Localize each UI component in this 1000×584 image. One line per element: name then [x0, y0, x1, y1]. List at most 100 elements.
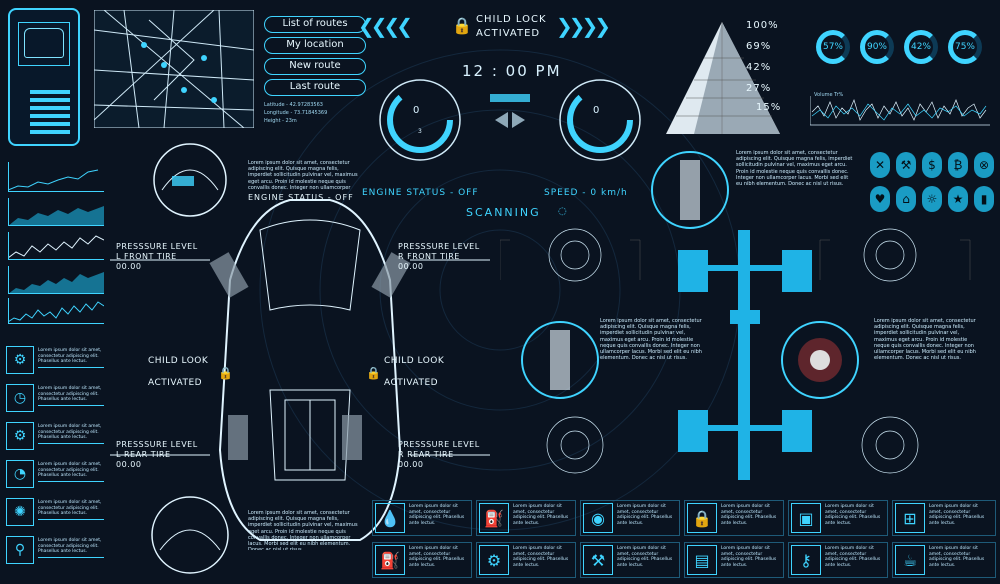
pyramid-label-5: 15%: [756, 102, 782, 113]
phone-screen: [18, 22, 70, 66]
battery-icon[interactable]: ▮: [974, 186, 994, 212]
child-lock-banner-line1: CHILD LOCK: [476, 14, 547, 25]
piston-icon: ⛽: [479, 503, 509, 533]
clock-display: 12 : 00 PM: [462, 62, 562, 80]
left-chart-1-frame: [8, 162, 104, 192]
chassis-parts-display: [500, 151, 971, 480]
child-lock-right-line2: ACTIVATED: [384, 378, 439, 388]
left-chart-4-frame: [8, 266, 104, 294]
left-info-text-6: Lorem ipsum dolor sit amet, consectetur …: [38, 538, 104, 558]
child-lock-right-line1: CHILD LOOK: [384, 356, 445, 366]
right-chevrons-icon: ❯❯❯❯: [556, 14, 611, 38]
info-card-drop[interactable]: 💧 Lorem ipsum dolor sit amet, consectetu…: [372, 500, 472, 536]
tire-label-right-rear: PRESSSURE LEVEL R REAR TIRE 00.00: [398, 440, 480, 470]
drop-icon: 💧: [375, 503, 405, 533]
left-chart-4: [8, 272, 104, 294]
new-route-button[interactable]: New route: [264, 58, 366, 75]
left-chart-3-frame: [8, 232, 104, 260]
cross-icon[interactable]: ✕: [870, 152, 890, 178]
left-chart-5: [8, 301, 104, 323]
cup-icon[interactable]: ⌂: [896, 186, 916, 212]
child-lock-banner-line2: ACTIVATED: [476, 28, 541, 39]
info-card-piston-text: Lorem ipsum dolor sit amet, consectetur …: [513, 504, 569, 526]
lf-value: 00.00: [116, 262, 142, 271]
padlock-icon: 🔒: [452, 16, 472, 35]
speed-readout: SPEED - 0 km/h: [544, 188, 628, 198]
star-icon[interactable]: ★: [948, 186, 968, 212]
rr-line2: R REAR TIRE: [398, 450, 454, 459]
phone-menu-list: [18, 86, 70, 138]
engine-status-small: ENGINE STATUS - OFF: [248, 193, 354, 202]
lr-line2: L REAR TIRE: [116, 450, 171, 459]
info-card-lock[interactable]: 🔒 Lorem ipsum dolor sit amet, consectetu…: [684, 500, 784, 536]
gearshift-icon[interactable]: ⚲: [6, 536, 34, 564]
speedometer-icon[interactable]: ◔: [6, 460, 34, 488]
bottom-car-lorem-text: Lorem ipsum dolor sit amet, consectetur …: [248, 510, 358, 550]
lf-line2: L FRONT TIRE: [116, 252, 177, 261]
info-card-steering-text: Lorem ipsum dolor sit amet, consectetur …: [617, 504, 673, 526]
mid-left-lorem-text: Lorem ipsum dolor sit amet, consectetur …: [600, 318, 702, 362]
gears-icon[interactable]: ⚙: [6, 422, 34, 450]
info-card-fuel-pump[interactable]: ⛽ Lorem ipsum dolor sit amet, consectetu…: [372, 542, 472, 578]
longitude-readout: Longitude - 73.71845369: [264, 110, 328, 116]
info-card-chassis[interactable]: ⊞ Lorem ipsum dolor sit amet, consectetu…: [892, 500, 996, 536]
bitcoin-icon[interactable]: ₿: [948, 152, 968, 178]
circle-gauge-2: 90%: [860, 30, 894, 64]
coffee-icon: ☕: [895, 545, 925, 575]
bell-icon[interactable]: ☼: [922, 186, 942, 212]
heart-icon[interactable]: ♥: [870, 186, 890, 212]
shock-absorber-icon[interactable]: ⚙: [6, 346, 34, 374]
pyramid-label-4: 27%: [746, 83, 772, 94]
pyramid-label-3: 42%: [746, 62, 772, 73]
rf-value: 00.00: [398, 262, 424, 271]
mid-right-lorem-text: Lorem ipsum dolor sit amet, consectetur …: [874, 318, 976, 362]
info-card-steering[interactable]: ◉ Lorem ipsum dolor sit amet, consectetu…: [580, 500, 680, 536]
info-card-drop-text: Lorem ipsum dolor sit amet, consectetur …: [409, 504, 465, 526]
info-card-piston[interactable]: ⛽ Lorem ipsum dolor sit amet, consectetu…: [476, 500, 576, 536]
latitude-readout: Latitude - 42.97283563: [264, 102, 323, 108]
info-card-fuel-filter[interactable]: ▣ Lorem ipsum dolor sit amet, consectetu…: [788, 500, 888, 536]
x-circle-icon[interactable]: ⊗: [974, 152, 994, 178]
left-info-text-4: Lorem ipsum dolor sit amet, consectetur …: [38, 462, 104, 482]
info-card-chassis-text: Lorem ipsum dolor sit amet, consectetur …: [929, 504, 985, 526]
city-map[interactable]: [94, 10, 254, 128]
circle-gauge-3: 42%: [904, 30, 938, 64]
left-chart-2-frame: [8, 198, 104, 226]
gauge-icon[interactable]: ◷: [6, 384, 34, 412]
info-card-battery-text: Lorem ipsum dolor sit amet, consectetur …: [721, 546, 777, 568]
info-card-tools[interactable]: ⚒ Lorem ipsum dolor sit amet, consectetu…: [580, 542, 680, 578]
steering-wheel-icon: ◉: [583, 503, 613, 533]
phone-car-top-icon: [24, 28, 64, 58]
tire-label-left-rear: PRESSSURE LEVEL L REAR TIRE 00.00: [116, 440, 198, 470]
info-card-spark-text: Lorem ipsum dolor sit amet, consectetur …: [825, 546, 881, 568]
child-lock-left-line1: CHILD LOOK: [148, 356, 209, 366]
spark-plug-icon: ⚷: [791, 545, 821, 575]
rf-line2: R FRONT TIRE: [398, 252, 460, 261]
phone-device: [8, 8, 80, 146]
engine-lorem-text: Lorem ipsum dolor sit amet, consectetur …: [248, 160, 358, 190]
last-route-button[interactable]: Last route: [264, 79, 366, 96]
info-card-battery[interactable]: ▤ Lorem ipsum dolor sit amet, consectetu…: [684, 542, 784, 578]
info-card-spark[interactable]: ⚷ Lorem ipsum dolor sit amet, consectetu…: [788, 542, 888, 578]
rr-line1: PRESSSURE LEVEL: [398, 440, 480, 449]
pyramid-label-2: 69%: [746, 41, 772, 52]
list-of-routes-button[interactable]: List of routes: [264, 16, 366, 33]
lr-line1: PRESSSURE LEVEL: [116, 440, 198, 449]
lock-icon: 🔒: [687, 503, 717, 533]
info-card-coffee[interactable]: ☕ Lorem ipsum dolor sit amet, consectetu…: [892, 542, 996, 578]
circle-gauge-4: 75%: [948, 30, 982, 64]
right-gauge-number: 0: [593, 105, 600, 116]
left-info-text-3: Lorem ipsum dolor sit amet, consectetur …: [38, 424, 104, 444]
wrench-icon[interactable]: ⚒: [896, 152, 916, 178]
info-card-piston-2[interactable]: ⚙ Lorem ipsum dolor sit amet, consectetu…: [476, 542, 576, 578]
lf-line1: PRESSSURE LEVEL: [116, 242, 198, 251]
dollar-icon[interactable]: $: [922, 152, 942, 178]
left-info-text-1: Lorem ipsum dolor sit amet, consectetur …: [38, 348, 104, 368]
fuel-filter-icon: ▣: [791, 503, 821, 533]
tire-label-left-front: PRESSSURE LEVEL L FRONT TIRE 00.00: [116, 242, 198, 272]
rr-value: 00.00: [398, 460, 424, 469]
left-info-text-5: Lorem ipsum dolor sit amet, consectetur …: [38, 500, 104, 520]
my-location-button[interactable]: My location: [264, 37, 366, 54]
child-lock-left-line2: ACTIVATED: [148, 378, 203, 388]
turbine-icon[interactable]: ✺: [6, 498, 34, 526]
